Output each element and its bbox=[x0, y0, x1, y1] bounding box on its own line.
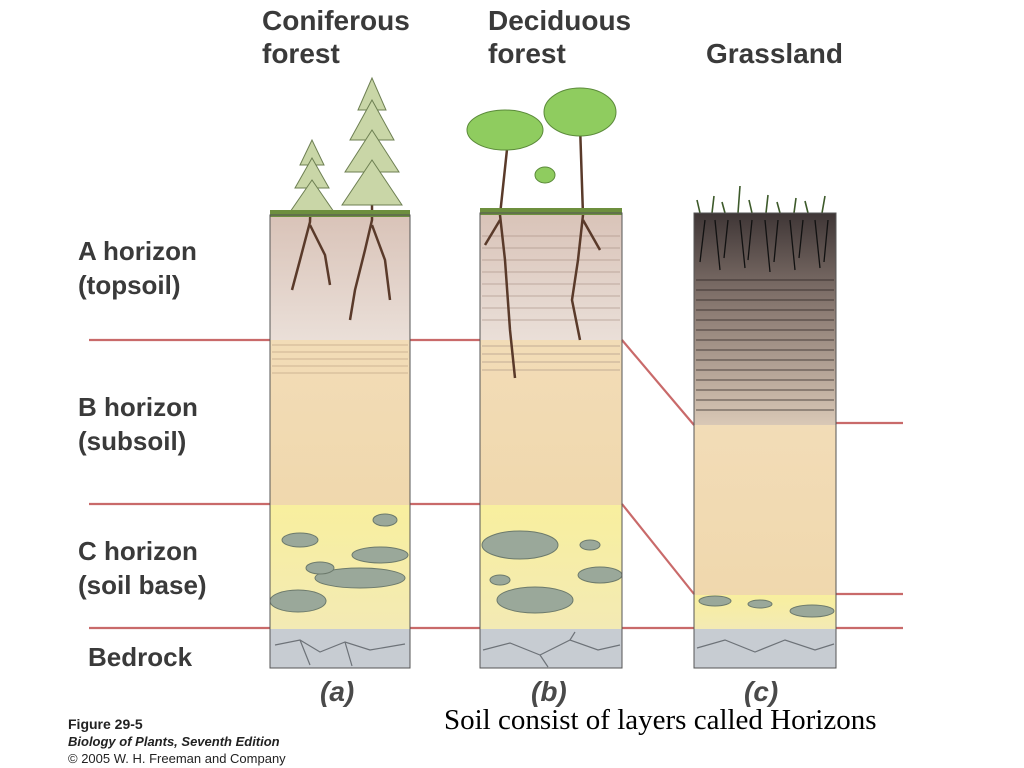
b-horizon-line1: B horizon bbox=[78, 392, 198, 422]
col-a-b-horizon bbox=[270, 340, 410, 505]
figure-number: Figure 29-5 bbox=[68, 716, 143, 732]
panel-label-c: (c) bbox=[744, 676, 779, 707]
c-horizon-line1: C horizon bbox=[78, 536, 198, 566]
column-c-grassland bbox=[694, 185, 836, 668]
b-horizon-line2: (subsoil) bbox=[78, 426, 187, 456]
coniferous-title-line1: Coniferous bbox=[262, 5, 410, 36]
figure-copyright: © 2005 W. H. Freeman and Company bbox=[68, 751, 286, 766]
horizon-boundary-lines bbox=[89, 338, 903, 630]
boundary-a-b-bc bbox=[621, 339, 695, 426]
col-c-b-horizon bbox=[694, 425, 836, 595]
slide-caption: Soil consist of layers called Horizons bbox=[444, 704, 877, 736]
panel-label-a: (a) bbox=[320, 676, 355, 707]
deciduous-title-line2: forest bbox=[488, 38, 566, 69]
col-c-a-horizon bbox=[694, 213, 836, 425]
col-b-a-horizon bbox=[480, 213, 622, 340]
b-horizon-label: B horizon (subsoil) bbox=[78, 390, 198, 458]
column-b-deciduous bbox=[466, 87, 623, 668]
col-b-b-horizon bbox=[480, 340, 622, 505]
col-a-groundcover bbox=[270, 210, 410, 217]
deciduous-title-line1: Deciduous bbox=[488, 5, 632, 36]
c-horizon-line2: (soil base) bbox=[78, 570, 207, 600]
a-horizon-line1: A horizon bbox=[78, 236, 197, 266]
panel-label-b: (b) bbox=[531, 676, 567, 707]
a-horizon-line2: (topsoil) bbox=[78, 270, 181, 300]
coniferous-title-line2: forest bbox=[262, 38, 340, 69]
deciduous-title: Deciduous forest bbox=[488, 4, 631, 70]
bedrock-label: Bedrock bbox=[88, 640, 192, 674]
c-horizon-label: C horizon (soil base) bbox=[78, 534, 207, 602]
col-b-bedrock bbox=[480, 629, 622, 668]
grassland-title: Grassland bbox=[706, 37, 843, 70]
col-a-a-horizon bbox=[270, 215, 410, 340]
grassland-title-line1: Grassland bbox=[706, 38, 843, 69]
figure-book-title: Biology of Plants, Seventh Edition bbox=[68, 734, 280, 749]
bedrock-line1: Bedrock bbox=[88, 642, 193, 672]
a-horizon-label: A horizon (topsoil) bbox=[78, 234, 197, 302]
boundary-b-c-bc bbox=[621, 503, 695, 595]
column-a-coniferous bbox=[269, 76, 410, 668]
col-a-bedrock bbox=[270, 629, 410, 668]
coniferous-title: Coniferous forest bbox=[262, 4, 410, 70]
col-b-groundcover bbox=[480, 208, 622, 215]
